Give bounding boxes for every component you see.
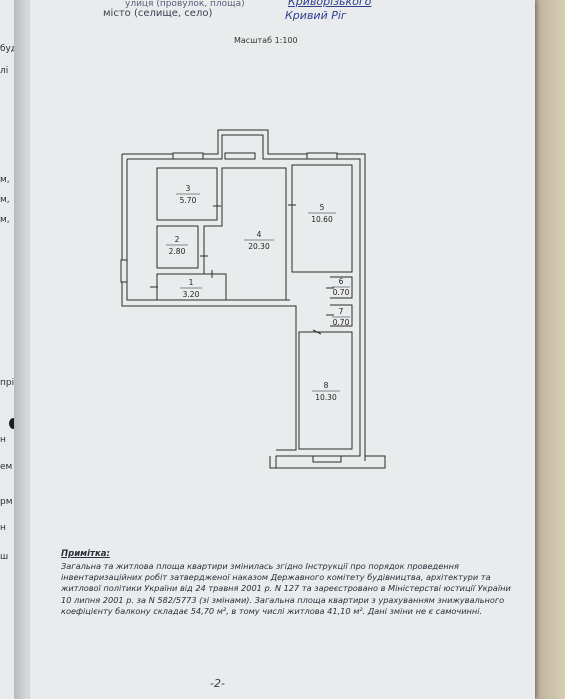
room-5-area: 10.60 (311, 215, 333, 224)
note-text: Загальна та житлова площа квартири зміни… (61, 561, 511, 616)
room-1-number: 1 (189, 278, 194, 287)
district-name: Криворізького (288, 0, 372, 8)
room-3-area: 5.70 (180, 196, 197, 205)
room-8-area: 10.30 (315, 393, 337, 402)
room-2-number: 2 (175, 235, 180, 244)
locality-type: місто (селище, село) (103, 8, 213, 19)
note-title: Примітка: (61, 549, 110, 559)
city-name: Кривий Ріг (285, 9, 347, 22)
faded-header: улиця (провулок, площа) (125, 0, 245, 9)
left-fragment: м, (0, 215, 10, 225)
left-fragment: н (0, 523, 6, 533)
room-4-number: 4 (257, 230, 262, 239)
left-fragment: м, (0, 195, 10, 205)
left-fragment: ем (0, 462, 13, 472)
room-2-area: 2.80 (169, 247, 186, 256)
room-5-number: 5 (320, 203, 325, 212)
left-fragment: пріє (0, 378, 20, 388)
left-fragment: н (0, 435, 6, 445)
room-4-area: 20.30 (248, 242, 270, 251)
left-fragment: лі (0, 66, 9, 76)
left-fragment: ш (0, 552, 9, 562)
document-page: улиця (провулок, площа) місто (селище, с… (30, 0, 535, 699)
room-7-number: 7 (339, 307, 344, 316)
room-7-area: 0.70 (333, 318, 350, 327)
room-6-number: 6 (339, 277, 344, 286)
page-number: -2- (210, 677, 225, 690)
room-1-area: 3.20 (183, 290, 200, 299)
room-6-area: 0.70 (333, 288, 350, 297)
floor-plan: 3 5.70 2 2.80 1 3.20 4 20.30 5 10.60 6 0… (120, 129, 386, 469)
scale-label: Масштаб 1:100 (234, 36, 298, 45)
room-8-number: 8 (324, 381, 329, 390)
left-fragment: м, (0, 175, 10, 185)
left-fragment: рм (0, 497, 13, 507)
binder-hole (9, 418, 18, 429)
room-3-number: 3 (186, 184, 191, 193)
